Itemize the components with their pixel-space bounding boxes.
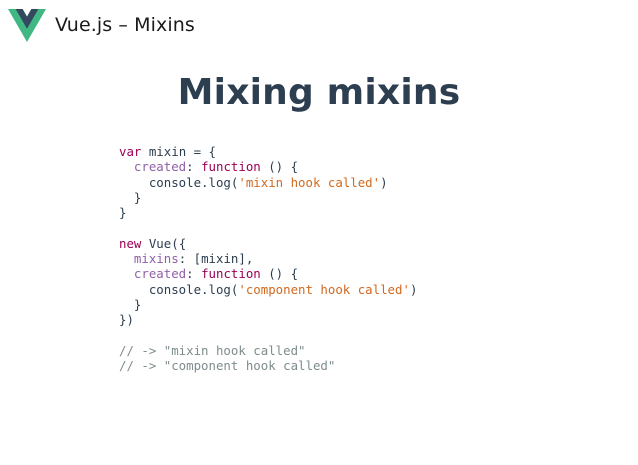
code-text: } bbox=[119, 205, 127, 221]
code-text: ) bbox=[380, 174, 388, 190]
code-block: var mixin = { created: function () { con… bbox=[119, 144, 417, 373]
code-property: mixins bbox=[133, 251, 179, 267]
code-indent bbox=[119, 266, 134, 281]
code-line: new Vue({ bbox=[119, 236, 417, 251]
code-line: mixins: [mixin], bbox=[119, 251, 417, 266]
code-line: }) bbox=[119, 312, 417, 327]
code-text: () { bbox=[260, 159, 299, 175]
slide-title: Mixing mixins bbox=[177, 72, 461, 113]
header-title: Vue.js – Mixins bbox=[55, 14, 195, 36]
code-indent bbox=[119, 159, 134, 174]
code-line: } bbox=[119, 297, 417, 312]
code-text: console.log( bbox=[119, 281, 239, 297]
code-line: created: function () { bbox=[119, 159, 417, 174]
code-string: 'component hook called' bbox=[238, 281, 410, 297]
code-blank-line bbox=[119, 328, 417, 343]
code-line: console.log('component hook called') bbox=[119, 281, 418, 297]
code-text: : [mixin], bbox=[178, 251, 254, 267]
code-keyword: new bbox=[119, 235, 142, 251]
code-string: 'mixin hook called' bbox=[238, 174, 381, 190]
code-line: } bbox=[119, 190, 417, 205]
code-line: created: function () { bbox=[119, 266, 417, 281]
vue-logo-icon bbox=[8, 8, 46, 42]
code-text: } bbox=[119, 189, 142, 205]
code-text: : bbox=[186, 159, 202, 175]
code-line: } bbox=[119, 205, 417, 220]
code-line: var mixin = { bbox=[119, 144, 417, 159]
code-indent bbox=[119, 251, 134, 266]
code-property: created bbox=[133, 266, 187, 282]
code-text: () { bbox=[260, 266, 299, 282]
code-property: created bbox=[133, 159, 187, 175]
code-line: console.log('mixin hook called') bbox=[119, 175, 417, 190]
code-text: : bbox=[186, 266, 202, 282]
code-blank-line bbox=[119, 220, 417, 235]
code-text: ) bbox=[409, 281, 418, 297]
code-text: console.log( bbox=[119, 174, 239, 190]
code-text: Vue({ bbox=[141, 235, 187, 251]
code-line: // -> "mixin hook called" bbox=[119, 343, 417, 358]
code-text: } bbox=[119, 296, 142, 312]
code-line: // -> "component hook called" bbox=[119, 358, 417, 373]
slide-header: Vue.js – Mixins bbox=[8, 7, 195, 43]
code-text: mixin = { bbox=[141, 144, 216, 159]
code-keyword: function bbox=[201, 159, 261, 175]
code-keyword: var bbox=[119, 144, 142, 159]
code-text: }) bbox=[119, 312, 134, 328]
code-comment: // -> "mixin hook called" bbox=[119, 342, 306, 358]
code-keyword: function bbox=[201, 266, 261, 282]
code-comment: // -> "component hook called" bbox=[119, 358, 336, 374]
